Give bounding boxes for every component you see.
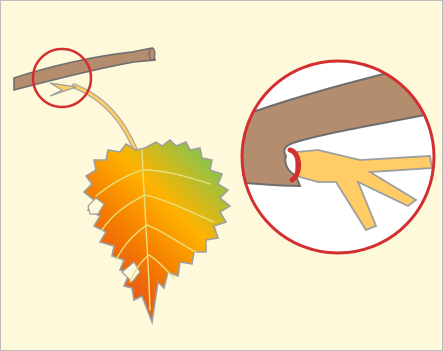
diagram-canvas: [0, 0, 443, 351]
leaf-abscission-diagram: [0, 0, 443, 351]
